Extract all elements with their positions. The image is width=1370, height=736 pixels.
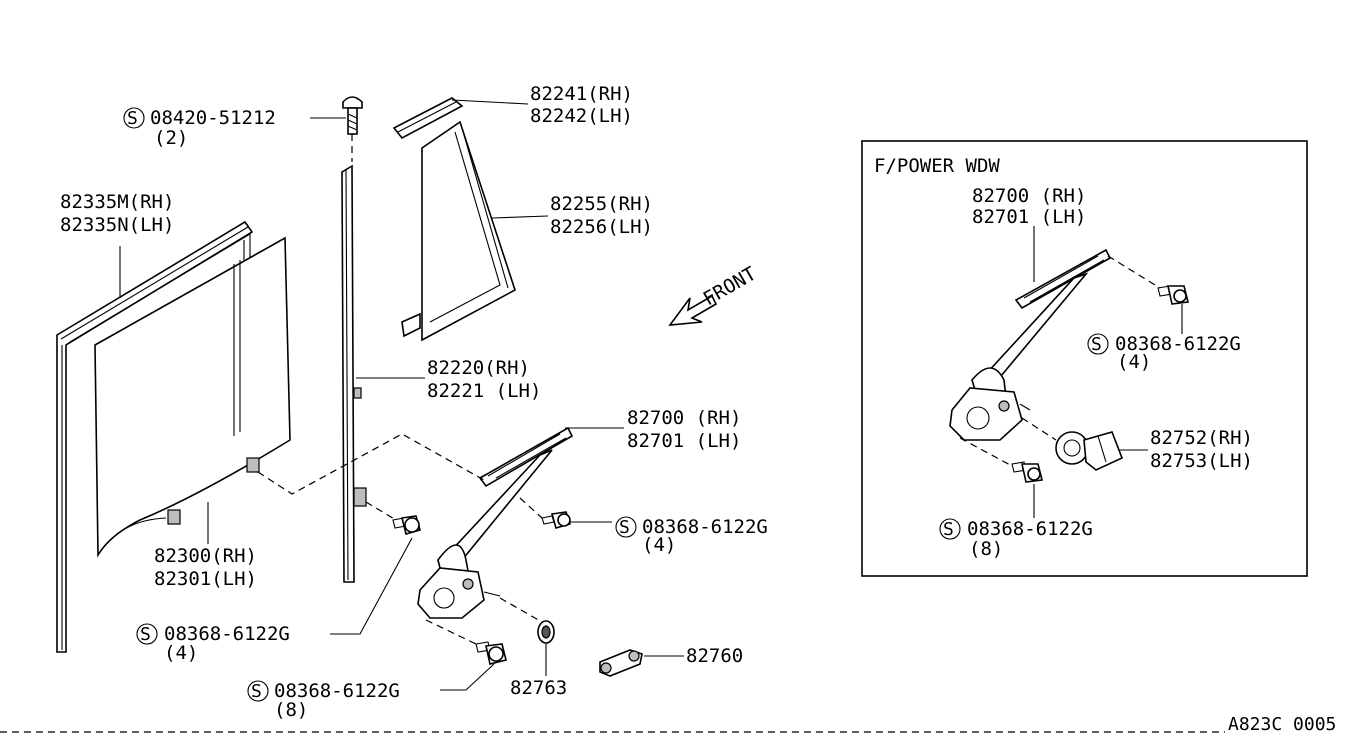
callout-code: 08368-6122G (642, 516, 768, 538)
assembly-line (365, 501, 397, 521)
inset-callout-regulator: 82700 (RH) 82701 (LH) (972, 185, 1086, 228)
inset-callout-bolt-top: S 08368-6122G (4) (1087, 333, 1241, 373)
assembly-line (257, 433, 485, 495)
leader-lines (97, 99, 684, 691)
inset-bolt-top-part (1157, 285, 1189, 305)
inset-bolt-bottom-part (1011, 461, 1043, 483)
callout-qty: (4) (164, 642, 198, 664)
callout-glass: 82300(RH) 82301(LH) (154, 545, 257, 590)
callout-symbol: S (251, 681, 262, 702)
assembly-line (499, 597, 543, 623)
sash-rail-part (341, 164, 367, 583)
callout-lh: 82701 (LH) (627, 430, 741, 452)
callout-rh: 82335M(RH) (60, 191, 174, 213)
callout-lh: 82335N(LH) (60, 214, 174, 236)
callout-code: 08368-6122G (164, 623, 290, 645)
regulator-part (417, 426, 574, 619)
callout-qty: (8) (969, 538, 1003, 560)
callout-bolt-bottom: S 08368-6122G (8) (247, 680, 400, 721)
callout-symbol: S (1091, 334, 1102, 355)
inset-motor-part (1055, 431, 1124, 471)
callout-rh: 82241(RH) (530, 83, 633, 105)
callout-channel-top: 82241(RH) 82242(LH) (530, 83, 633, 127)
callout-code: 08420-51212 (150, 107, 276, 129)
callout-code: 08368-6122G (1115, 333, 1241, 355)
callout-rh: 82255(RH) (550, 193, 653, 215)
callout-symbol: S (943, 519, 954, 540)
bolt-left-part (392, 515, 421, 535)
quarter-glass-part (421, 120, 516, 342)
callout-bolt-left: S 08368-6122G (4) (136, 623, 290, 664)
callout-rh: 82700 (RH) (972, 185, 1086, 207)
handle-part (599, 649, 643, 677)
callout-qty: (2) (154, 127, 188, 149)
front-label: FRONT (700, 263, 761, 311)
callout-lh: 82242(LH) (530, 105, 633, 127)
callout-qty: (4) (642, 534, 676, 556)
top-channel-part (392, 97, 464, 338)
callout-bolt-regulator: S 08368-6122G (4) (615, 516, 768, 556)
bolt-top-part (342, 96, 363, 162)
callout-symbol: S (127, 108, 138, 129)
callout-lh: 82256(LH) (550, 216, 653, 238)
callout-rh: 82300(RH) (154, 545, 257, 567)
callout-handle: 82760 (686, 645, 743, 667)
inset-regulator-part (949, 248, 1112, 441)
callout-rh: 82700 (RH) (627, 407, 741, 429)
door-glass-part (94, 236, 291, 558)
inset-assembly-line (1021, 417, 1057, 441)
inset-callout-motor: 82752(RH) 82753(LH) (1150, 427, 1253, 472)
escutcheon-part (537, 620, 555, 644)
callout-run-channel: 82335M(RH) 82335N(LH) (60, 191, 174, 236)
callout-code: 08368-6122G (274, 680, 400, 702)
callout-regulator: 82700 (RH) 82701 (LH) (627, 407, 741, 452)
callout-escutcheon: 82763 (510, 677, 567, 699)
inset-assembly-line (1107, 255, 1161, 289)
callout-symbol: S (140, 624, 151, 645)
inset-title: F/POWER WDW (874, 155, 1000, 177)
callout-lh: 82753(LH) (1150, 450, 1253, 472)
callout-lh: 82701 (LH) (972, 206, 1086, 228)
callout-lh: 82301(LH) (154, 568, 257, 590)
callout-rh: 82220(RH) (427, 357, 530, 379)
callout-sash: 82220(RH) 82221 (LH) (427, 357, 541, 402)
figure-code: A823C 0005 (1228, 714, 1336, 735)
inset-assembly-line (959, 437, 1013, 467)
callout-bolt-top: S 08420-51212 (2) (123, 107, 276, 149)
callout-qty: (8) (274, 699, 308, 721)
assembly-line (519, 497, 543, 519)
bolt-bottom-part (475, 641, 507, 665)
inset-box: F/POWER WDW (861, 140, 1308, 577)
assembly-line (425, 619, 477, 645)
front-arrow-icon (668, 294, 718, 326)
callout-quarter-glass: 82255(RH) 82256(LH) (550, 193, 653, 238)
callout-lh: 82221 (LH) (427, 380, 541, 402)
inset-callout-bolt-bottom: S 08368-6122G (8) (939, 518, 1093, 560)
callout-qty: (4) (1117, 351, 1151, 373)
callout-rh: 82752(RH) (1150, 427, 1253, 449)
callout-code: 08368-6122G (967, 518, 1093, 540)
callout-symbol: S (619, 517, 630, 538)
bolt-regulator-part (541, 511, 572, 529)
